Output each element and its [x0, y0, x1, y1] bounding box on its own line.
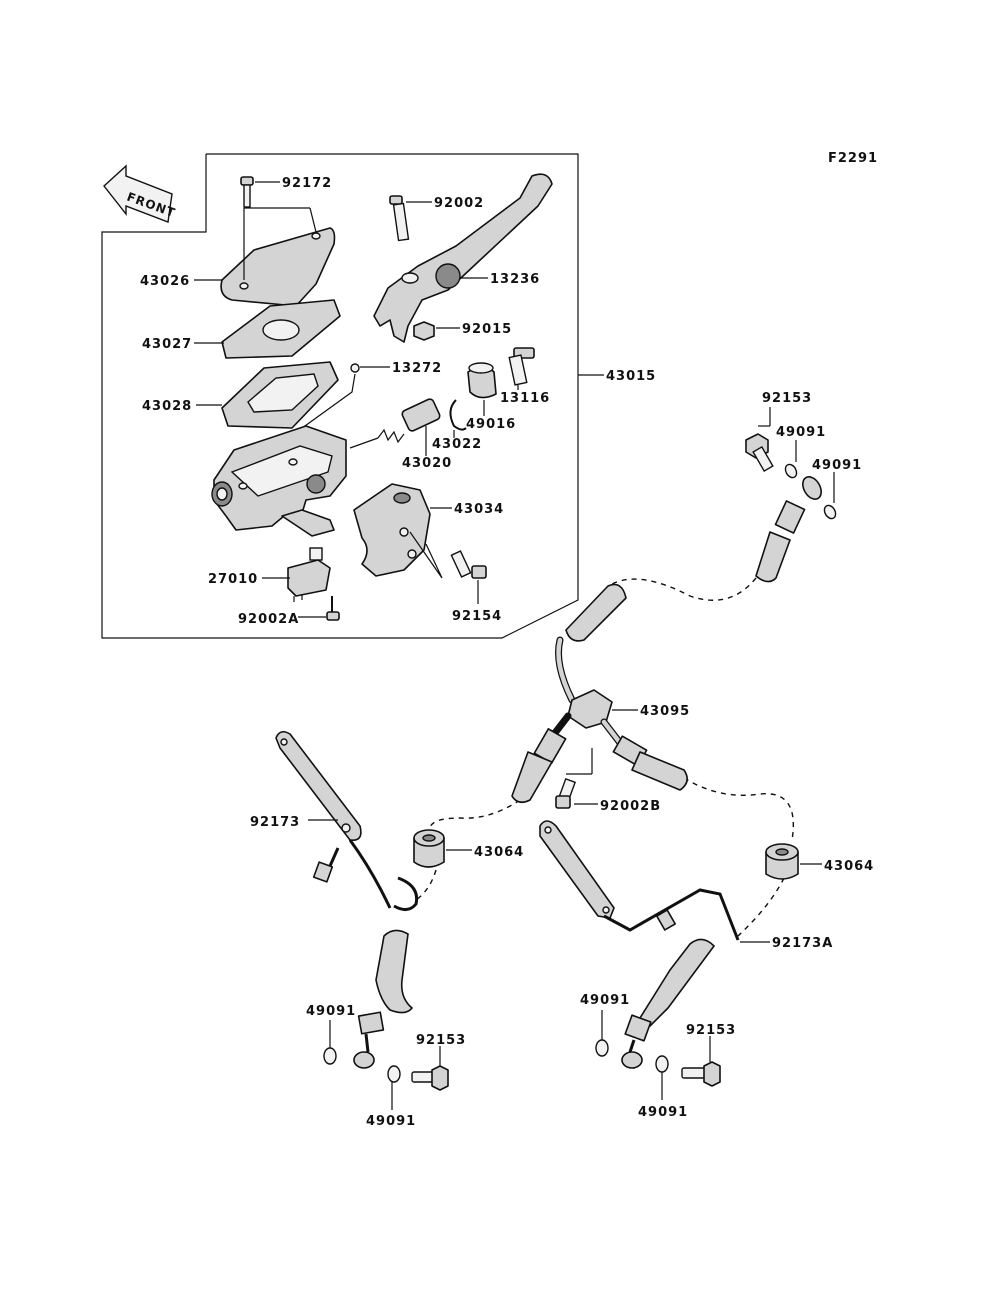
- upper-hose-fitting: [755, 476, 822, 583]
- reservoir-cap-43026: [220, 227, 336, 307]
- callout-49091-right-a: 49091: [580, 993, 630, 1008]
- pin-92002: [389, 195, 410, 242]
- piston-43020: [349, 398, 441, 449]
- bracket-92173: [275, 730, 392, 909]
- callout-92173: 92173: [250, 815, 300, 830]
- figure-code: F2291: [828, 151, 878, 166]
- callout-43022: 43022: [432, 437, 482, 452]
- hose-right: [683, 777, 794, 841]
- diaphragm-plate-43027: [221, 299, 341, 359]
- callout-49091-top-b: 49091: [812, 458, 862, 473]
- callout-92154: 92154: [452, 609, 502, 624]
- callout-49091-left-a: 49091: [306, 1004, 356, 1019]
- washer-49091-top-b: [823, 504, 837, 520]
- hose-end-tee-left: [511, 728, 567, 804]
- callout-92153-left: 92153: [416, 1033, 466, 1048]
- callout-92002A: 92002A: [238, 612, 299, 627]
- lower-hose-left: [353, 929, 413, 1069]
- callout-43027: 43027: [142, 337, 192, 352]
- callout-49091-right-b: 49091: [638, 1105, 688, 1120]
- hose-left: [429, 799, 521, 829]
- callout-92002: 92002: [434, 196, 484, 211]
- callout-43020: 43020: [402, 456, 452, 471]
- callout-92015: 92015: [462, 322, 512, 337]
- grommet-43064-left: [413, 829, 445, 868]
- bolt-92154: [409, 531, 487, 579]
- callout-43095: 43095: [640, 704, 690, 719]
- callout-92172: 92172: [282, 176, 332, 191]
- master-cylinder-body: [211, 425, 347, 561]
- grommet-43064-right: [765, 843, 799, 880]
- callout-43064-left: 43064: [474, 845, 524, 860]
- front-direction-arrow: FRONT: [103, 164, 178, 223]
- callout-43026: 43026: [140, 274, 190, 289]
- clamp-43034: [353, 483, 431, 577]
- diaphragm-43028: [221, 361, 339, 429]
- callout-49091-top-a: 49091: [776, 425, 826, 440]
- hose-end-upper-tee: [565, 583, 627, 642]
- callout-43064-right: 43064: [824, 859, 874, 874]
- callout-49091-left-b: 49091: [366, 1114, 416, 1129]
- callout-13236: 13236: [490, 272, 540, 287]
- banjo-bolt-92153-top: [745, 433, 774, 472]
- callout-92002B: 92002B: [600, 799, 661, 814]
- callout-43028: 43028: [142, 399, 192, 414]
- callout-49016: 49016: [466, 417, 516, 432]
- washer-49091-left-a: [323, 1047, 337, 1065]
- eclip-13272: [350, 363, 360, 373]
- callout-92153-right: 92153: [686, 1023, 736, 1038]
- nut-92015: [413, 321, 435, 341]
- tee-joint-43095: [544, 636, 628, 752]
- washer-49091-top-a: [784, 463, 798, 479]
- circlip-43022: [449, 399, 467, 431]
- hose-end-tee-right: [612, 735, 688, 791]
- callout-27010: 27010: [208, 572, 258, 587]
- boot-49016: [467, 362, 497, 399]
- callout-13272: 13272: [392, 361, 442, 376]
- banjo-bolt-92153-right: [681, 1061, 721, 1087]
- bracket-92173A: [539, 820, 740, 941]
- brake-lever: [373, 173, 553, 343]
- banjo-bolt-92153-left: [411, 1065, 449, 1091]
- bolt-92002B: [555, 748, 593, 809]
- washer-49091-right-b: [655, 1055, 669, 1073]
- washer-49091-left-b: [387, 1065, 401, 1083]
- callout-92153-top: 92153: [762, 391, 812, 406]
- switch-27010: [287, 559, 331, 602]
- callout-13116: 13116: [500, 391, 550, 406]
- hose-clip-left: [393, 876, 419, 911]
- callout-43015: 43015: [606, 369, 656, 384]
- pivot-bolt-13116: [508, 347, 535, 386]
- callout-43034: 43034: [454, 502, 504, 517]
- callout-92173A: 92173A: [772, 936, 833, 951]
- assembly-frame-43015: [101, 153, 579, 639]
- washer-49091-right-a: [595, 1039, 609, 1057]
- lower-hose-right: [621, 938, 715, 1069]
- screw-92002A: [326, 596, 340, 621]
- hose-upper: [611, 577, 757, 601]
- screw-92172: [240, 176, 254, 208]
